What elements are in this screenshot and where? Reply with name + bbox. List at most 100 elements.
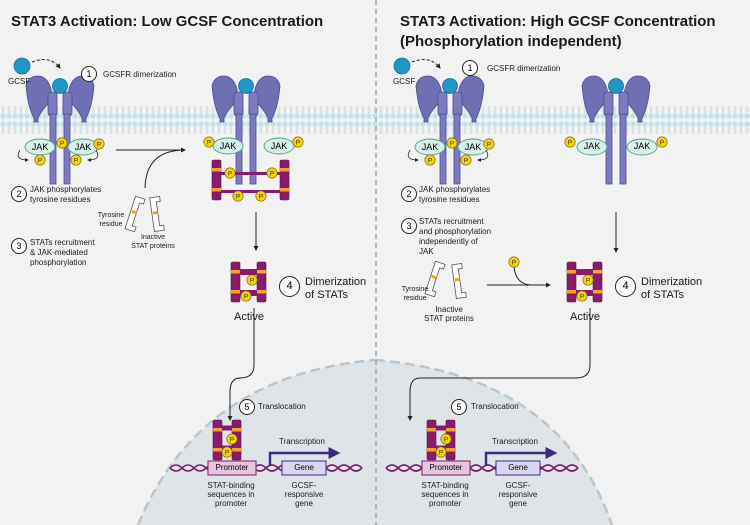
step-4-text-right-line2: of STATs [641,289,684,301]
tyrosine-label-right-line1: Tyrosine [401,286,429,293]
left-panel-title: STAT3 Activation: Low GCSF Concentration [11,13,324,30]
ligand-path-arrow [31,59,61,69]
jak-label-f: JAK [464,142,482,152]
inactive-stat-label-line1: Inactive [140,234,166,241]
dna-bound-dimer-right [426,419,456,461]
step-4-marker: 4 [279,276,300,297]
step-4-text-right-line1: Dimerization [641,276,703,288]
jak-left-d [263,137,295,155]
step-2-text-right-line2: tyrosine residues [419,195,480,204]
promoter-box-right [421,460,471,476]
step-2-marker: 2 [11,186,27,202]
jak-label-a: JAK [31,142,49,152]
jak-label-g: JAK [583,141,601,151]
promoter-desc-right-2: sequences in [421,490,469,499]
inactive-stat-d [451,262,467,300]
promoter-desc-right-1: STAT-binding [421,481,469,490]
jak-right-c [576,138,608,156]
nucleus-right-envelope [374,358,614,525]
inactive-stat-b [149,195,165,233]
step-2-text-line2: tyrosine residues [30,195,91,204]
promoter-desc-2: sequences in [207,490,255,499]
promoter-desc-right-3: promoter [428,499,461,508]
dna-bound-dimer-left [212,419,242,461]
step-1-text: GCSFR dimerization [103,70,177,79]
tyrosine-label-line1: Tyrosine [97,212,125,219]
step-5-text: Translocation [258,402,306,411]
right-panel-title-line2: (Phosphorylation independent) [400,33,622,50]
step-3-text-right-line2: and phosphorylation [419,227,492,236]
jak-left-c [212,137,244,155]
jak-label-d: JAK [270,141,288,151]
inactive-stat-label-right-line2: STAT proteins [424,314,474,323]
gene-desc-right-1: GCSF- [505,481,531,490]
active-stat-dimer-left [230,261,267,303]
gene-desc-2: responsive [284,490,324,499]
step-2-marker-right: 2 [401,186,417,202]
step-4-text-line2: of STATs [305,289,348,301]
stat-bound-left [211,159,222,201]
step-5-text-right: Translocation [471,402,519,411]
gene-label-right: Gene [508,463,528,472]
nucleus-left-envelope [136,358,376,525]
gene-desc-3: gene [295,499,313,508]
step-5-marker: 5 [239,399,255,415]
promoter-label-right: Promoter [429,463,463,472]
gcsf-ligand-icon-right [393,57,411,75]
gene-box-left [281,460,327,476]
stat-bound-right [279,159,290,201]
flow-arrow-stat [144,149,186,189]
jak-right-d [626,138,658,156]
tyrosine-label-right-line2: residue [403,295,427,302]
nucleus-right [375,360,612,525]
promoter-label: Promoter [215,463,249,472]
jak-label-c: JAK [219,141,237,151]
active-label-right: Active [570,311,600,323]
gcsf-label: GCSF [8,77,31,86]
gene-label: Gene [294,463,314,472]
promoter-desc-3: promoter [214,499,247,508]
jak-label-e: JAK [421,142,439,152]
gene-desc-right-3: gene [509,499,527,508]
translocation-arrow-left [227,340,255,421]
transcription-label-right: Transcription [492,437,538,446]
translocation-arrow-right [407,308,591,421]
step-3-text-right-line1: STATs recruitment [419,217,484,226]
step-3-text-right-line3: independently of [419,237,478,246]
gcsf-bound-ligand [52,78,68,94]
nucleus-left [138,360,375,525]
step-4-marker-right: 4 [615,276,636,297]
promoter-desc-1: STAT-binding [207,481,255,490]
transcription-label: Transcription [279,437,325,446]
transcription-arrow-right [484,447,558,465]
step-1-marker-right: 1 [462,60,478,76]
active-label: Active [234,311,264,323]
step-3-text-right-line4: JAK [419,247,434,256]
jak-label-h: JAK [633,141,651,151]
gene-box-right [495,460,541,476]
transcription-arrow-left [268,447,341,465]
gcsf-label-right: GCSF [393,77,416,86]
step-3-marker-right: 3 [401,218,417,234]
inactive-stat-label-right-line1: Inactive [435,305,463,314]
step-4-text-line1: Dimerization [305,276,367,288]
step-3-text-line2: & JAK-mediated [30,248,88,257]
right-panel-title-line1: STAT3 Activation: High GCSF Concentratio… [400,13,716,30]
gcsf-ligand-icon [13,57,31,75]
step-1-marker: 1 [81,66,97,82]
step-3-text-line3: phosphorylation [30,258,87,267]
step-2-text-right-line1: JAK phosphorylates [419,185,491,194]
step-1-text-right: GCSFR dimerization [487,64,561,73]
step-5-marker-right: 5 [451,399,467,415]
step-3-marker: 3 [11,238,27,254]
promoter-box-left [207,460,257,476]
inactive-stat-label-line2: STAT proteins [131,243,175,250]
gene-desc-1: GCSF- [291,481,317,490]
gene-desc-right-2: responsive [498,490,538,499]
step-2-text-line1: JAK phosphorylates [30,185,102,194]
tyrosine-label-line2: residue [99,221,123,228]
step-3-text-line1: STATs recruitment [30,238,95,247]
active-stat-dimer-right [566,261,603,303]
